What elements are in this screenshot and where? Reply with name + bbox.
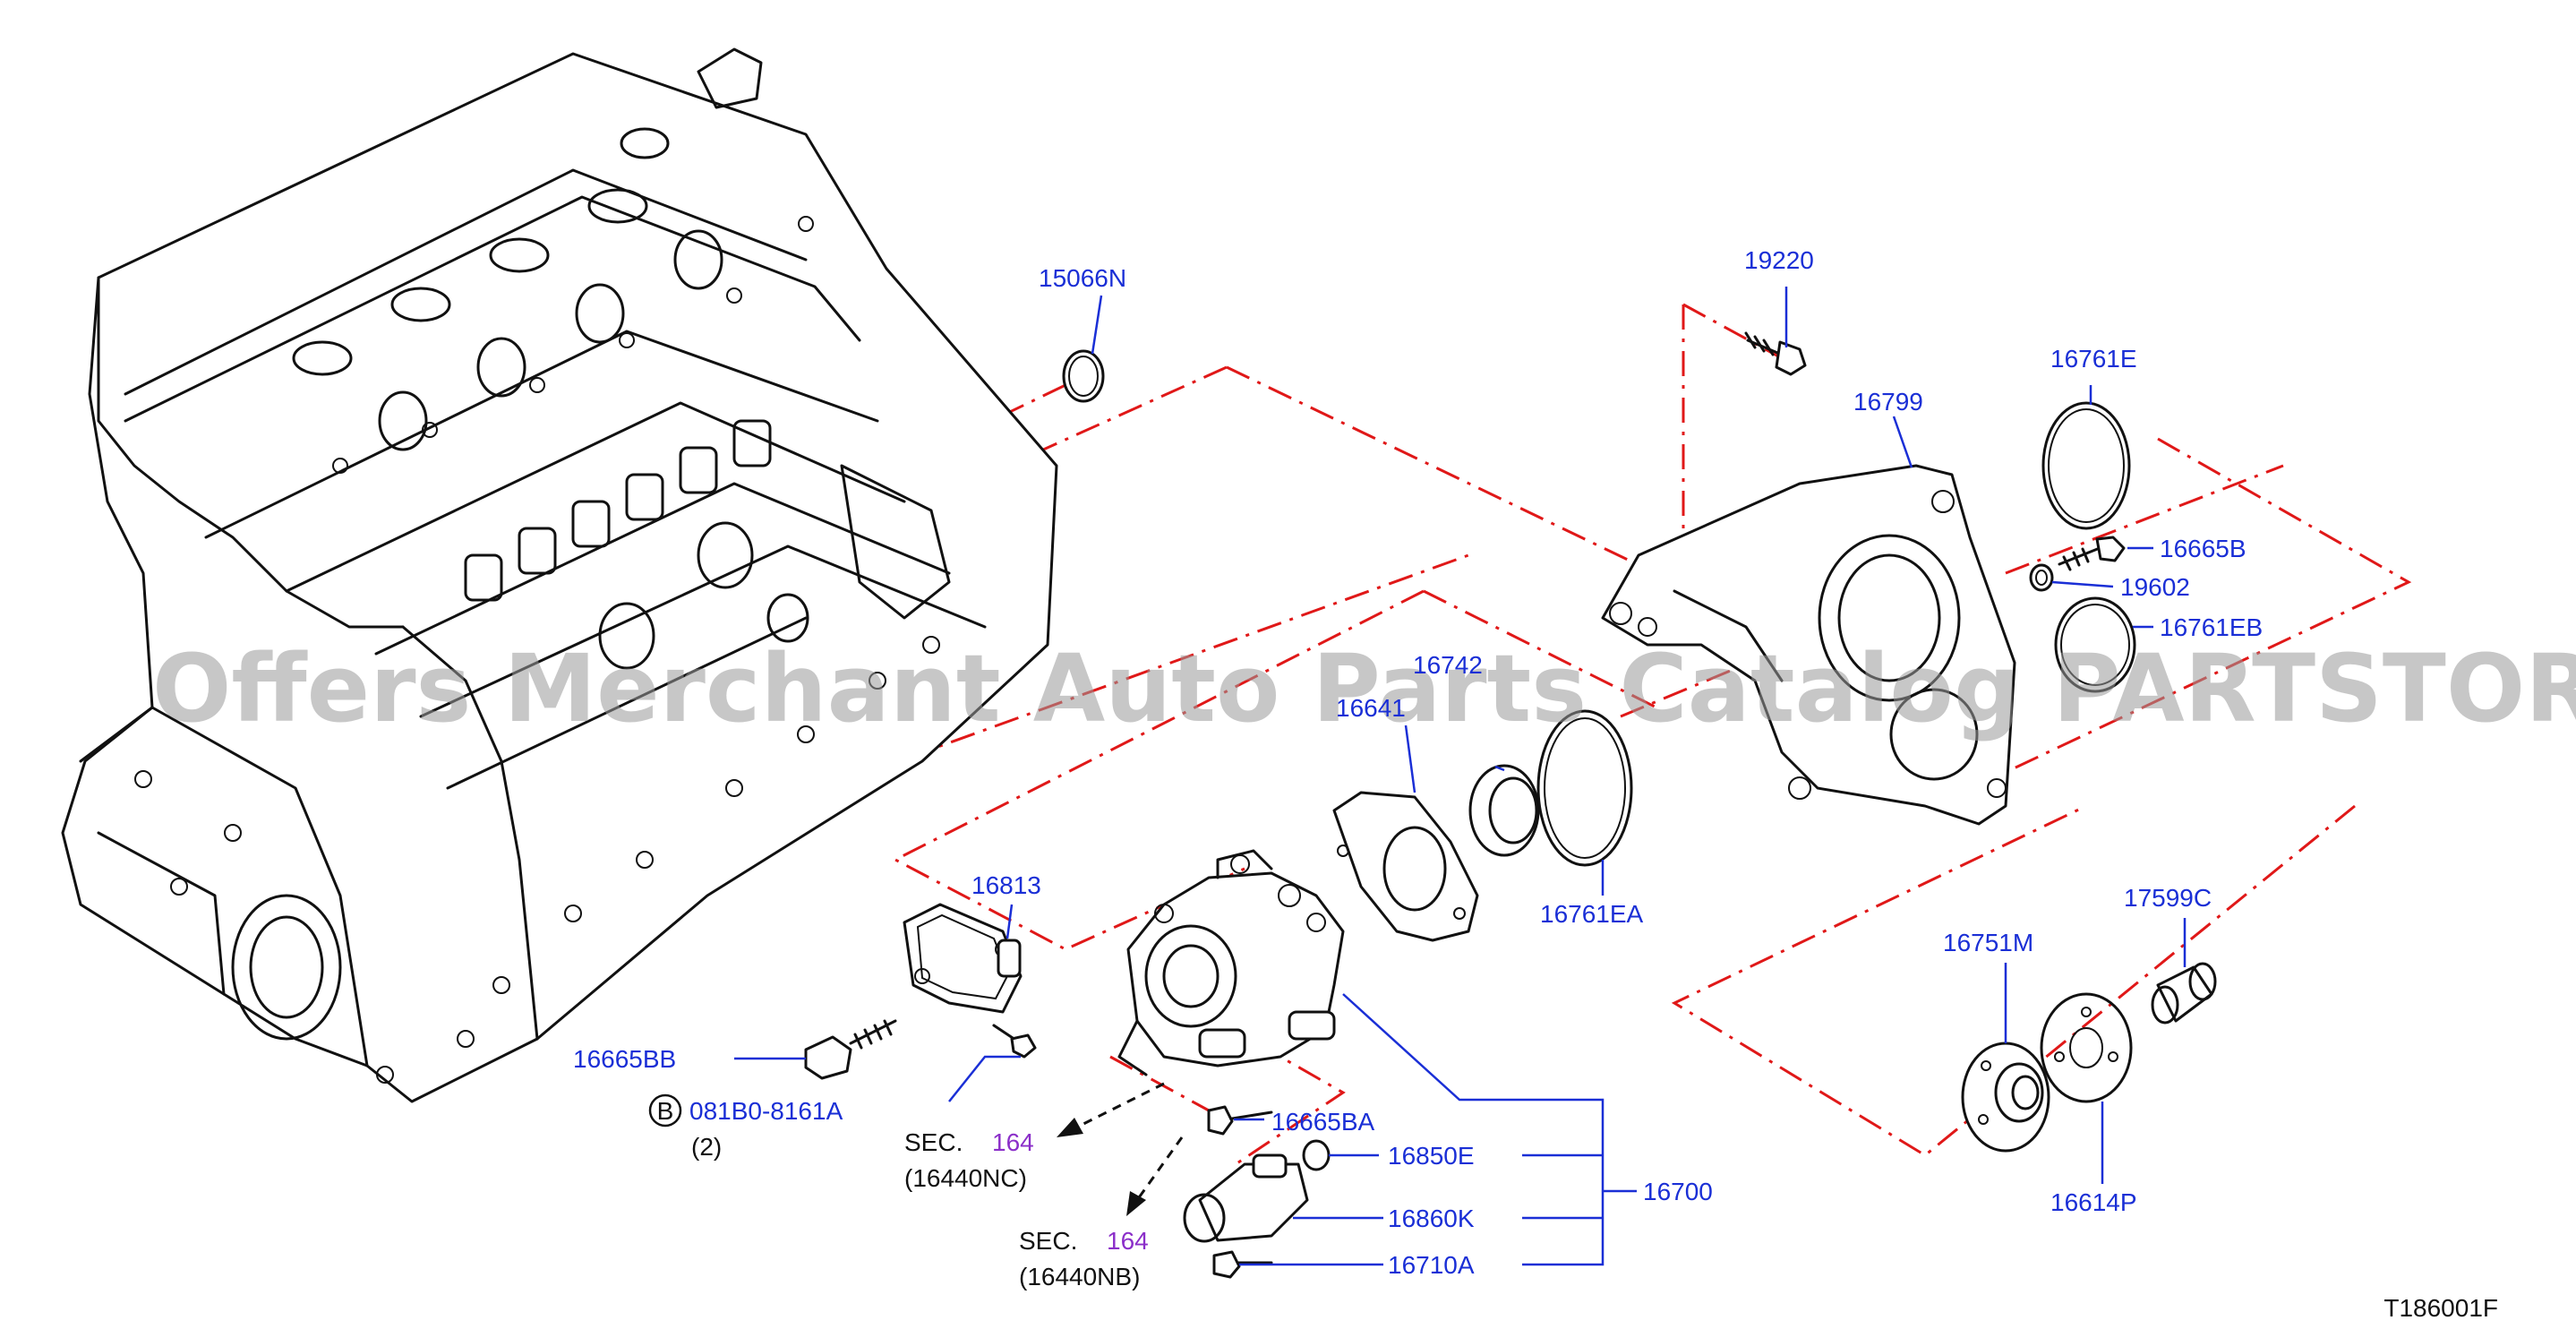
sec-number[interactable]: 164 — [1107, 1227, 1149, 1255]
bolt-note-quantity: (2) — [691, 1133, 722, 1161]
bolt-sec-164-nc — [992, 1024, 1037, 1059]
bushing-17599c — [2151, 962, 2217, 1025]
badge-circle — [648, 1093, 682, 1128]
label-15066n[interactable]: 15066N — [1039, 264, 1126, 292]
o-ring-16850e — [1302, 1139, 1331, 1171]
bracket-16799 — [1601, 464, 2016, 826]
o-ring-15066n — [1062, 349, 1105, 403]
bolt-note: B 081B0-8161A (2) — [648, 1093, 843, 1161]
sec-sub: (16440NB) — [1019, 1263, 1140, 1290]
part-labels: 15066N 19220 16761E 16799 16665B 19602 1… — [573, 246, 2263, 1279]
label-16614p[interactable]: 16614P — [2050, 1188, 2137, 1216]
o-ring-16761eb — [2054, 596, 2136, 693]
label-16751m[interactable]: 16751M — [1943, 929, 2033, 956]
label-19602[interactable]: 19602 — [2120, 573, 2190, 601]
label-16761eb[interactable]: 16761EB — [2160, 613, 2263, 641]
bolt-19220 — [1744, 331, 1807, 376]
engine-block-illustration — [61, 47, 1058, 1103]
label-081b0-8161a[interactable]: 081B0-8161A — [689, 1097, 843, 1125]
section-ref-1[interactable]: SEC. 164 (16440NC) — [904, 1128, 1034, 1192]
label-16700[interactable]: 16700 — [1643, 1178, 1713, 1205]
label-16761e[interactable]: 16761E — [2050, 345, 2137, 373]
sec-prefix: SEC. — [904, 1128, 963, 1156]
badge-letter: B — [657, 1097, 674, 1125]
section-ref-2[interactable]: SEC. 164 (16440NB) — [1019, 1227, 1149, 1290]
fuel-pump-16700 — [1117, 849, 1345, 1076]
label-16665bb[interactable]: 16665BB — [573, 1045, 676, 1073]
label-16742[interactable]: 16742 — [1413, 651, 1483, 679]
bolt-16665ba — [1207, 1105, 1273, 1136]
label-16813[interactable]: 16813 — [971, 871, 1041, 899]
o-ring-16761ea — [1536, 709, 1633, 867]
solenoid-16860k — [1183, 1153, 1309, 1243]
flange-16641 — [1332, 791, 1479, 942]
label-16761ea[interactable]: 16761EA — [1540, 900, 1644, 928]
label-16710a[interactable]: 16710A — [1388, 1251, 1475, 1279]
gasket-16813 — [903, 903, 1023, 1014]
plate-16614p — [2040, 992, 2133, 1103]
label-16665ba[interactable]: 16665BA — [1271, 1108, 1375, 1136]
sec-number[interactable]: 164 — [992, 1128, 1034, 1156]
hub-16751m — [1961, 1042, 2050, 1153]
label-19220[interactable]: 19220 — [1744, 246, 1814, 274]
label-16665b[interactable]: 16665B — [2160, 535, 2247, 562]
watermark: Offers Merchant Auto Parts Catalog PARTS… — [152, 634, 2576, 743]
washer-19602 — [2029, 563, 2054, 592]
o-ring-16761e — [2041, 401, 2131, 530]
bolt-16665bb — [804, 1019, 897, 1080]
leader-lines — [734, 287, 2187, 1266]
section-arrows — [1057, 1082, 1184, 1216]
label-16850e[interactable]: 16850E — [1388, 1142, 1475, 1170]
sec-prefix: SEC. — [1019, 1227, 1077, 1255]
label-16641[interactable]: 16641 — [1336, 694, 1406, 722]
seal-16742 — [1468, 764, 1540, 857]
label-17599c[interactable]: 17599C — [2124, 884, 2212, 912]
label-16799[interactable]: 16799 — [1853, 388, 1923, 416]
bolt-16665b — [2058, 536, 2126, 571]
bolt-16710a — [1212, 1250, 1273, 1279]
diagram-code: T186001F — [2383, 1294, 2498, 1322]
label-16860k[interactable]: 16860K — [1388, 1205, 1475, 1232]
sec-sub: (16440NC) — [904, 1164, 1027, 1192]
